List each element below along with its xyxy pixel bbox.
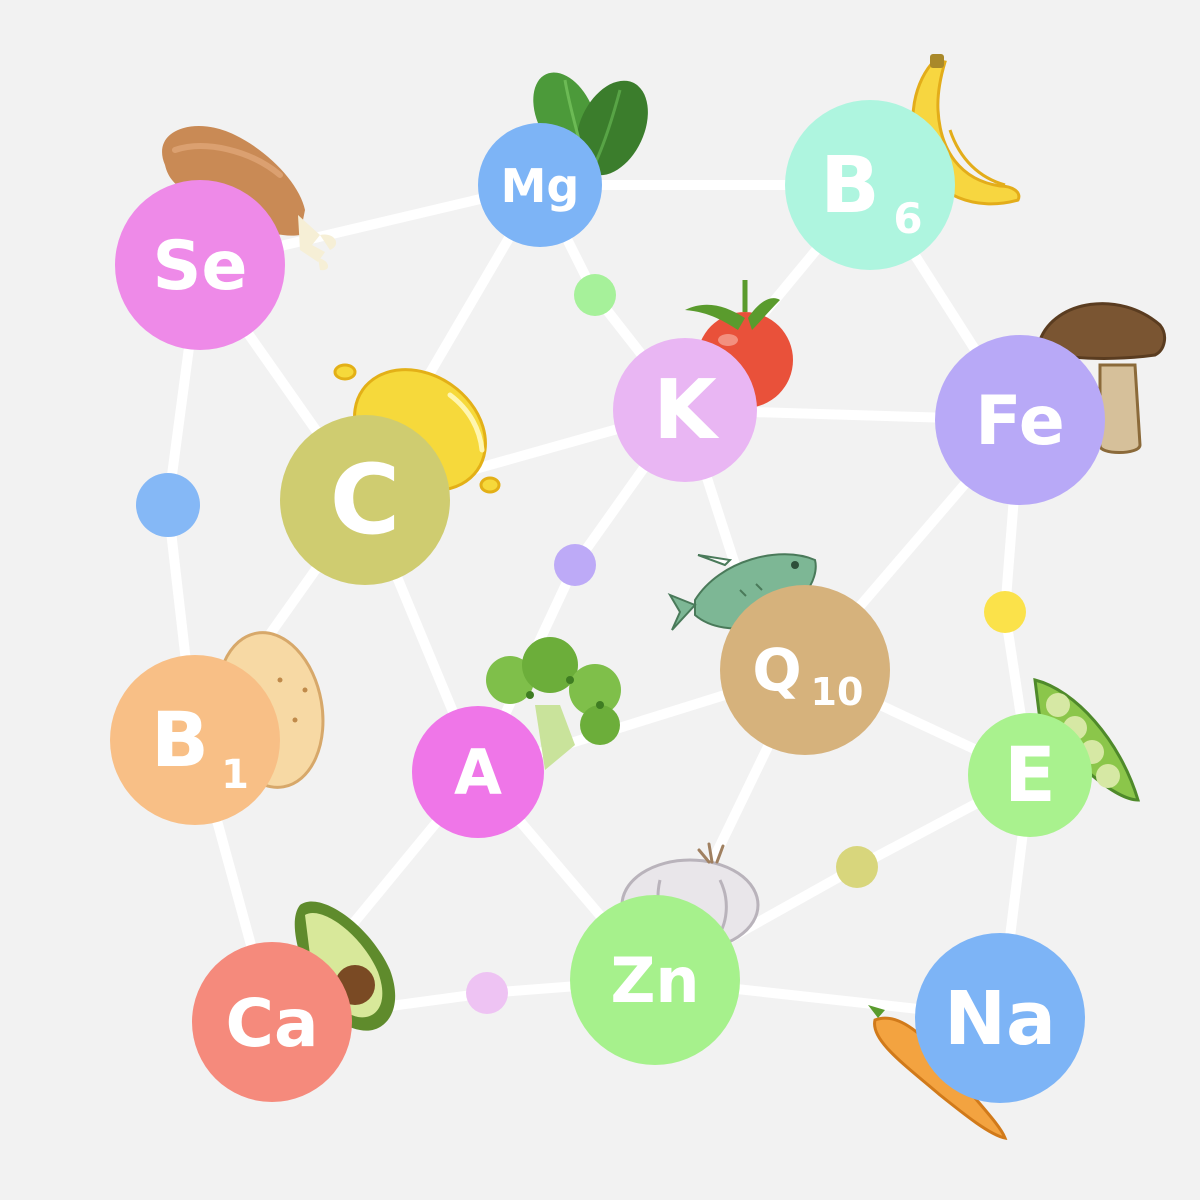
connector-dot [836, 846, 878, 888]
nutrient-subscript: 10 [811, 670, 864, 714]
nutrient-symbol: Fe [975, 382, 1065, 461]
nutrient-nodes: Se Mg B 6 K Fe C Q 10 B [110, 100, 1105, 1103]
chicken-leg-icon [162, 126, 337, 271]
nutrient-symbol: Ca [226, 985, 319, 1062]
nutrient-symbol: A [454, 736, 502, 809]
nutrient-subscript: 6 [893, 194, 922, 243]
nutrient-symbol: Se [152, 227, 247, 306]
nutrient-subscript: 1 [221, 752, 249, 798]
nutrient-node-q10: Q 10 [720, 585, 890, 755]
nutrient-node-mg: Mg [478, 123, 602, 247]
nutrient-symbol: C [330, 444, 400, 556]
connector-dots [136, 274, 1026, 1014]
nutrient-node-c: C [280, 415, 450, 585]
nutrient-node-b1: B 1 [110, 655, 280, 825]
nutrient-symbol: Zn [610, 944, 699, 1017]
connector-dot [554, 544, 596, 586]
nutrient-node-zn: Zn [570, 895, 740, 1065]
nutrient-symbol: K [653, 363, 720, 458]
nutrient-node-ca: Ca [192, 942, 352, 1102]
connector-dot [136, 473, 200, 537]
nutrient-node-a: A [412, 706, 544, 838]
nutrient-symbol: Mg [501, 159, 580, 213]
nutrient-node-k: K [613, 338, 757, 482]
nutrient-symbol: Q [752, 636, 801, 704]
connector-dot [984, 591, 1026, 633]
nutrient-node-e: E [968, 713, 1092, 837]
broccoli-icon [486, 637, 621, 770]
nutrient-symbol: E [1004, 730, 1056, 819]
nutrient-symbol: B [820, 141, 879, 231]
nutrient-symbol: Na [944, 976, 1056, 1062]
connector-dot [466, 972, 508, 1014]
connector-dot [574, 274, 616, 316]
nutrient-node-se: Se [115, 180, 285, 350]
nutrient-symbol: B [151, 695, 209, 784]
nutrient-node-b6: B 6 [785, 100, 955, 270]
nutrient-node-fe: Fe [935, 335, 1105, 505]
mushroom-icon [1036, 302, 1167, 454]
nutrient-node-na: Na [915, 933, 1085, 1103]
